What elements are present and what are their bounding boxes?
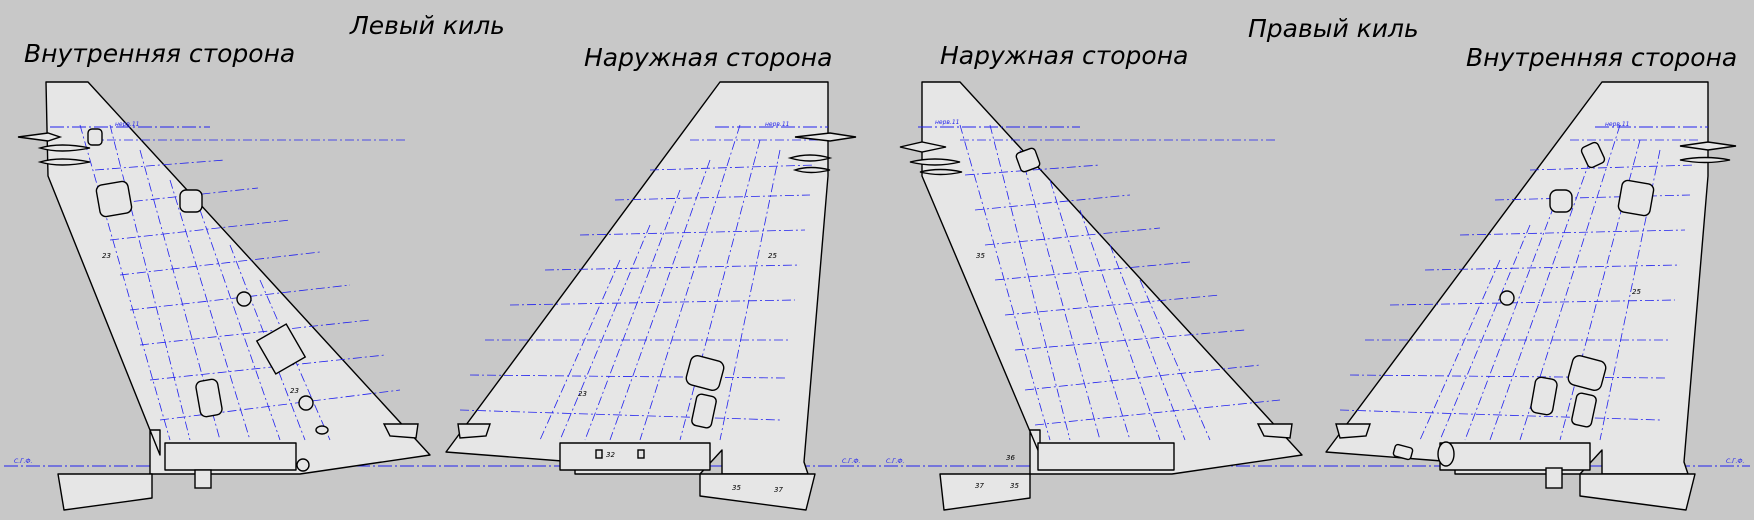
access-hatch	[1530, 376, 1558, 416]
drain-hole	[1499, 290, 1515, 306]
access-hatch	[87, 128, 103, 146]
access-hatch	[1392, 443, 1414, 461]
left-fin-outer-view: нерв.11 25 23 32 35 37	[445, 81, 857, 511]
part-number: 25	[1632, 288, 1641, 296]
drain-hole	[315, 425, 329, 435]
datum-label-4: С.Г.Ф.	[1726, 458, 1745, 465]
antenna-fairing	[457, 423, 491, 439]
fin-root-fairing	[57, 442, 297, 511]
right-fin-inner-view: нерв.11 25	[1325, 81, 1737, 511]
left-fin-inner-heading: Внутренняя сторона	[24, 39, 295, 68]
access-hatch	[1617, 179, 1655, 217]
access-hatch	[95, 180, 133, 218]
drain-hole	[236, 291, 252, 307]
part-number: 37	[774, 486, 783, 494]
access-hatch	[1015, 147, 1041, 173]
part-number: 35	[1010, 482, 1019, 490]
fin-root-fairing	[939, 442, 1175, 511]
drain-hole	[298, 395, 314, 411]
fin-skin-outline	[921, 81, 1303, 475]
part-number: 23	[102, 252, 111, 260]
access-panel	[255, 323, 307, 375]
part-number: 37	[975, 482, 984, 490]
access-hatch	[1437, 441, 1455, 467]
part-number: 35	[976, 252, 985, 260]
right-fin-outer-view: нерв.11 35 36 37 35	[899, 81, 1303, 511]
access-hatch	[1549, 189, 1573, 213]
part-number: 23	[290, 387, 299, 395]
datum-label-1: С.Г.Ф.	[14, 458, 33, 465]
antenna-mast	[1679, 141, 1737, 164]
slot	[637, 449, 645, 459]
rib-label: нерв.11	[115, 121, 140, 128]
access-hatch	[179, 189, 203, 213]
left-fin-outer-heading: Наружная сторона	[584, 43, 832, 72]
right-fin-title: Правый киль	[1248, 14, 1419, 43]
part-number: 35	[732, 484, 741, 492]
rib-label: нерв.11	[765, 121, 790, 128]
part-number: 23	[578, 390, 587, 398]
rib-label: нерв.11	[935, 119, 960, 126]
fin-root-fairing	[559, 442, 816, 511]
right-fin-outer-heading: Наружная сторона	[940, 41, 1188, 70]
left-fin-inner-view: нерв.11 23 23	[17, 81, 431, 511]
drain-hole	[296, 458, 310, 472]
antenna-fairing	[1335, 423, 1371, 439]
datum-label-2: С.Г.Ф.	[842, 458, 861, 465]
part-number: 25	[768, 252, 777, 260]
access-hatch	[1580, 141, 1606, 169]
access-hatch	[685, 354, 725, 392]
fin-skin-outline	[45, 81, 431, 475]
access-hatch	[691, 393, 717, 429]
left-fin-title: Левый киль	[349, 11, 505, 40]
antenna-fairing	[382, 423, 419, 439]
root-fitting	[194, 469, 212, 489]
datum-label-3: С.Г.Ф.	[886, 458, 905, 465]
antenna-fairing	[1256, 423, 1293, 439]
right-fin-inner-heading: Внутренняя сторона	[1466, 43, 1737, 72]
access-hatch	[1571, 392, 1597, 428]
part-number: 32	[606, 451, 615, 459]
slot	[595, 449, 603, 459]
antenna-mast	[899, 141, 963, 176]
antenna-mast	[787, 132, 857, 174]
part-number: 36	[1006, 454, 1015, 462]
antenna-mast	[17, 132, 91, 166]
access-hatch	[1567, 354, 1607, 392]
access-hatch	[195, 378, 223, 418]
rib-label: нерв.11	[1605, 121, 1630, 128]
root-fitting	[1545, 467, 1563, 489]
